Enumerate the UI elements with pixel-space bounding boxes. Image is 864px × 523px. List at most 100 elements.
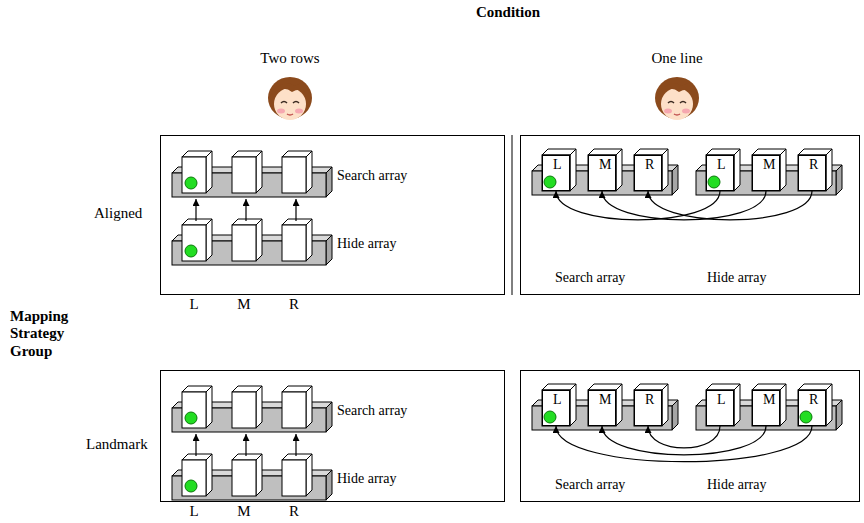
- condition-label: Aligned: [94, 205, 142, 222]
- cup-side: [826, 384, 832, 426]
- position-letter: R: [645, 392, 654, 408]
- position-letter: M: [763, 392, 775, 408]
- cup-side: [206, 386, 212, 428]
- position-letter: M: [599, 392, 611, 408]
- cup-side: [206, 219, 212, 261]
- position-letter: L: [717, 157, 726, 173]
- array-label: Hide array: [707, 270, 766, 286]
- array-label: Search array: [555, 270, 625, 286]
- cup-front: [588, 390, 616, 426]
- cup: L: [542, 390, 570, 426]
- mapping-arrow: [245, 199, 246, 221]
- position-letter: L: [189, 296, 198, 313]
- array-label: Hide array: [707, 477, 766, 493]
- cup-side: [256, 151, 262, 193]
- panel-divider: [512, 135, 513, 295]
- mapping-arrow: [556, 426, 812, 462]
- target-dot: [708, 176, 720, 188]
- tray-side: [672, 400, 678, 430]
- cup-front: [798, 155, 826, 191]
- array-label: Hide array: [337, 236, 396, 252]
- tray-side: [326, 167, 332, 197]
- cup-front: [182, 460, 206, 496]
- position-letter: L: [553, 392, 562, 408]
- condition-panel: Search array Hide array L M R L M R: [520, 135, 860, 295]
- cup-front: [232, 392, 256, 428]
- cup-front: [542, 155, 570, 191]
- array-label: Hide array: [337, 471, 396, 487]
- position-letter: R: [809, 392, 818, 408]
- cup: R: [798, 155, 826, 191]
- cup-front: [634, 155, 662, 191]
- cup: M: [588, 155, 616, 191]
- mapping-arrow: [648, 191, 812, 220]
- mapping-arrow: [195, 434, 196, 456]
- tray-side: [836, 165, 842, 195]
- tray-side: [836, 400, 842, 430]
- cup-side: [616, 149, 622, 191]
- cup-side: [306, 151, 312, 193]
- position-letter: R: [289, 503, 299, 520]
- position-letter: L: [189, 503, 198, 520]
- cup-side: [306, 219, 312, 261]
- cup-front: [182, 225, 206, 261]
- target-dot: [544, 411, 556, 423]
- tray-side: [326, 402, 332, 432]
- cup-side: [206, 151, 212, 193]
- cup: M: [588, 390, 616, 426]
- cup: M: [752, 155, 780, 191]
- mapping-arrow: [245, 434, 246, 456]
- array-label: Search array: [337, 403, 407, 419]
- cup-front: [706, 390, 734, 426]
- cup-front: [282, 460, 306, 496]
- mapping-arrow: [602, 426, 766, 455]
- position-letter: L: [717, 392, 726, 408]
- cup-front: [232, 460, 256, 496]
- cup-front: [182, 157, 206, 193]
- cup-side: [306, 454, 312, 496]
- position-letter: M: [237, 503, 250, 520]
- array-label: Search array: [555, 477, 625, 493]
- position-letter: R: [289, 296, 299, 313]
- cup-side: [256, 386, 262, 428]
- cup-side: [734, 149, 740, 191]
- target-dot: [185, 480, 197, 492]
- group-heading: Mapping Strategy Group: [10, 308, 90, 360]
- cup: L: [706, 155, 734, 191]
- cup-front: [282, 392, 306, 428]
- cup-side: [662, 384, 668, 426]
- target-dot: [800, 411, 812, 423]
- target-dot: [185, 412, 197, 424]
- mapping-arrow: [648, 426, 720, 448]
- position-letter: R: [645, 157, 654, 173]
- condition-panel: Search arrayHide array: [160, 370, 505, 502]
- cup-front: [282, 225, 306, 261]
- cup-front: [232, 157, 256, 193]
- cup-side: [570, 384, 576, 426]
- position-letter: L: [553, 157, 562, 173]
- mapping-arrow: [295, 434, 296, 456]
- condition-panel: Search array Hide array L M R L M R: [520, 370, 860, 502]
- tray-side: [326, 470, 332, 500]
- cup-side: [256, 219, 262, 261]
- cup-side: [780, 149, 786, 191]
- cup-side: [734, 384, 740, 426]
- cup-front: [634, 390, 662, 426]
- cup-side: [256, 454, 262, 496]
- tray-side: [672, 165, 678, 195]
- cup-front: [232, 225, 256, 261]
- mapping-arrow: [295, 199, 296, 221]
- condition-label: Two rows: [260, 50, 319, 67]
- array-label: Search array: [337, 168, 407, 184]
- cup-front: [752, 155, 780, 191]
- cup-front: [588, 155, 616, 191]
- cup-arrays: [172, 149, 842, 500]
- cup-side: [780, 384, 786, 426]
- tray-side: [326, 235, 332, 265]
- condition-label: Landmark: [86, 436, 148, 453]
- position-letter: M: [599, 157, 611, 173]
- position-letter: M: [237, 296, 250, 313]
- cup-front: [752, 390, 780, 426]
- position-letter: M: [763, 157, 775, 173]
- cup-front: [798, 390, 826, 426]
